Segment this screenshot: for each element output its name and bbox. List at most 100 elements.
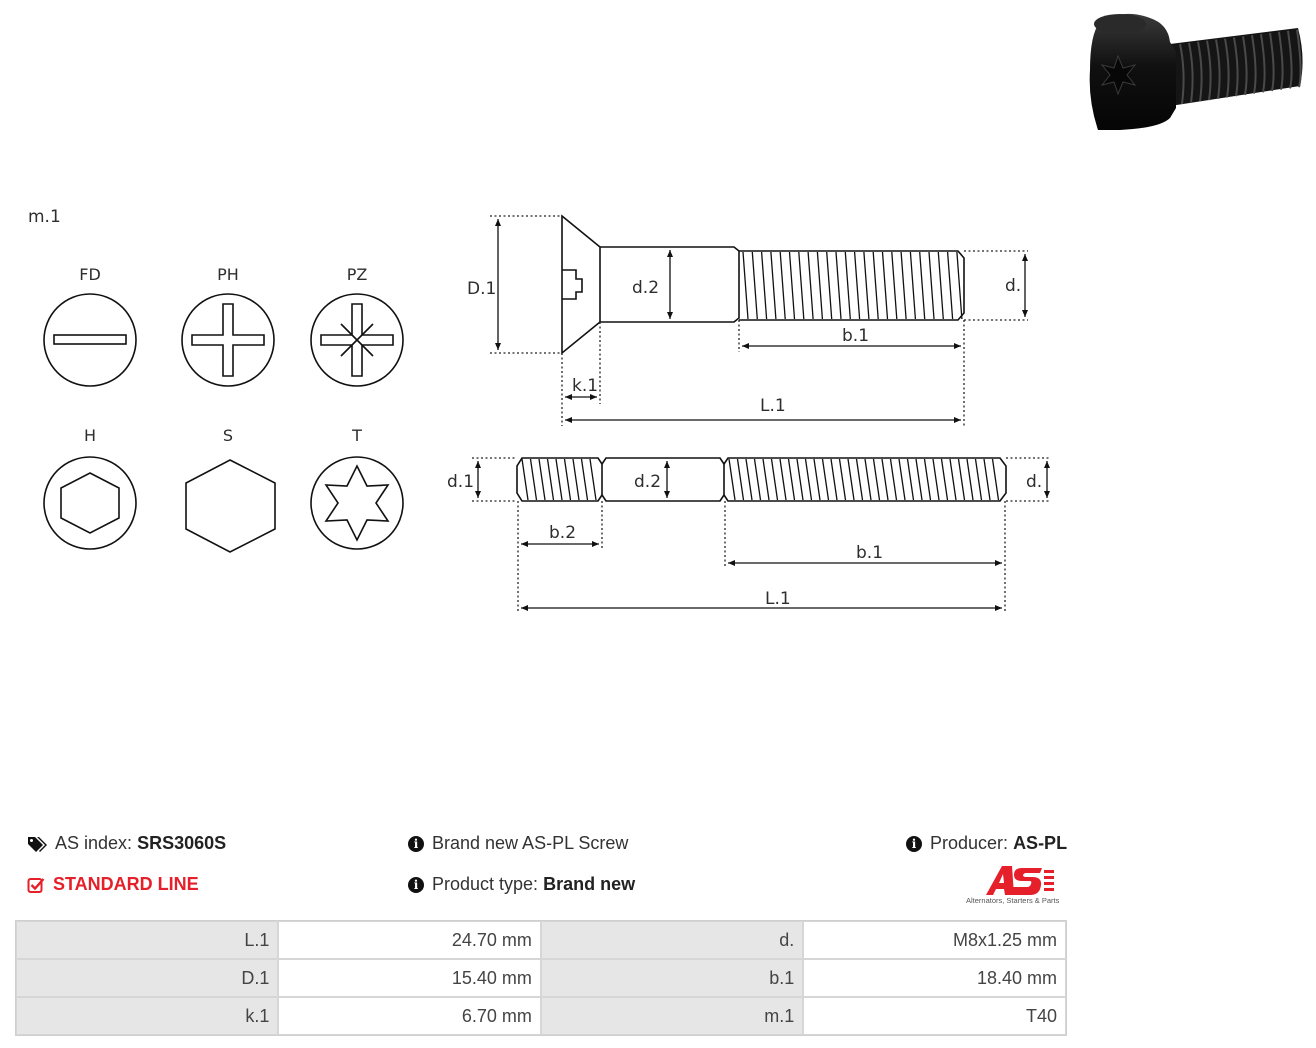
thread-line [855, 458, 864, 501]
photo-thread-ring [1296, 29, 1302, 88]
standard-line-badge: STANDARD LINE [27, 874, 199, 895]
thread-line [796, 458, 804, 501]
thread-line [753, 458, 762, 501]
checkbox-checked-icon [27, 877, 45, 893]
thread-line [946, 251, 954, 320]
photo-thread-ring [1287, 30, 1293, 89]
drive-type-t: T [310, 426, 404, 550]
thread-line [847, 458, 855, 501]
info-icon: i [408, 876, 424, 893]
description-text: Brand new AS-PL Screw [432, 833, 629, 853]
thread-line [991, 458, 1000, 501]
thread-line [572, 458, 580, 501]
as-index-value: SRS3060S [137, 833, 227, 853]
slotted-drive-icon [43, 293, 137, 387]
technical-drawing: m.1 FD PH PZ H S [28, 13, 1303, 612]
thread-line [891, 251, 898, 320]
thread-line [742, 251, 749, 320]
thread-line [983, 458, 991, 501]
thread-line [872, 458, 881, 501]
stud-label-d2: d.2 [634, 472, 661, 492]
photo-thread-ring [1242, 36, 1248, 96]
info-icon: i [408, 835, 424, 852]
thread-line [580, 458, 589, 501]
thread-line [956, 251, 963, 320]
stud-label-L1: L.1 [765, 589, 791, 609]
pozidriv-drive-icon [310, 293, 404, 387]
drive-code-pz: PZ [347, 265, 368, 284]
dim-label-b1: b.1 [842, 326, 869, 346]
product-type-value: Brand new [543, 874, 636, 894]
thread-line [779, 251, 786, 320]
producer-label: Producer: [930, 833, 1009, 853]
thread-line [546, 458, 555, 501]
drive-code-ph: PH [217, 265, 239, 284]
thread-line [830, 458, 838, 501]
thread-line [804, 458, 813, 501]
hex-socket-drive-icon [43, 456, 137, 550]
photo-thread-ring [1251, 35, 1257, 94]
spec-key: k.1 [16, 997, 279, 1035]
drive-code-h: H [84, 426, 96, 445]
drive-type-s: S [185, 426, 276, 553]
photo-thread-ring [1188, 42, 1194, 103]
spec-table: L.1 24.70 mm d. M8x1.25 mm D.1 15.40 mm … [15, 920, 1067, 1036]
thread-line [889, 458, 898, 501]
thread-line [826, 251, 833, 320]
table-row: D.1 15.40 mm b.1 18.40 mm [16, 959, 1066, 997]
thread-line [745, 458, 753, 501]
hex-head-icon [185, 459, 276, 553]
dim-label-L1: L.1 [760, 396, 786, 416]
spec-key: L.1 [16, 921, 279, 959]
table-row: k.1 6.70 mm m.1 T40 [16, 997, 1066, 1035]
drive-code-s: S [223, 426, 233, 445]
drive-code-fd: FD [79, 265, 101, 284]
as-index: AS index: SRS3060S [27, 833, 226, 854]
thread-line [900, 251, 907, 320]
thread-line [770, 458, 779, 501]
torx-drive-icon [310, 456, 404, 550]
stud-label-d1: d.1 [447, 472, 474, 492]
countersunk-screw-drawing: D.1 d.2 d. b.1 k.1 L.1 [467, 214, 1028, 426]
photo-thread-ring [1278, 31, 1284, 90]
spec-key: D.1 [16, 959, 279, 997]
dim-label-k1: k.1 [572, 376, 598, 396]
thread-line [762, 458, 770, 501]
info-icon: i [906, 835, 922, 852]
thread-line [770, 251, 777, 320]
producer-value: AS-PL [1013, 833, 1068, 853]
thread-line [957, 458, 966, 501]
thread-line [937, 251, 944, 320]
drive-type-pz: PZ [310, 265, 404, 387]
logo-tagline: Alternators, Starters & Parts [966, 896, 1060, 905]
thread-line [787, 458, 796, 501]
thread-line [555, 458, 563, 501]
thread-line [881, 458, 889, 501]
spec-value: 24.70 mm [278, 921, 541, 959]
as-logo-mark [986, 866, 1054, 895]
thread-line [563, 458, 572, 501]
photo-thread-ring [1224, 38, 1230, 98]
dim-label-D1: D.1 [467, 279, 496, 299]
spec-value: 18.40 mm [803, 959, 1066, 997]
stud-label-d: d. [1026, 472, 1042, 492]
thread-line [760, 251, 768, 320]
thread-line [853, 251, 861, 320]
drive-type-h: H [43, 426, 137, 550]
standard-line-label: STANDARD LINE [53, 874, 199, 894]
as-pl-logo: Alternators, Starters & Parts [960, 862, 1070, 908]
product-type-label: Product type: [432, 874, 539, 894]
photo-thread-ring [1269, 32, 1275, 92]
thread-line [838, 458, 847, 501]
thread-line [949, 458, 957, 501]
thread-line [798, 251, 805, 320]
stud-label-b1: b.1 [856, 543, 883, 563]
drive-type-ph: PH [181, 265, 275, 387]
thread-line [928, 251, 935, 320]
thread-line [881, 251, 889, 320]
thread-line [779, 458, 787, 501]
spec-value: M8x1.25 mm [803, 921, 1066, 959]
thread-line [589, 458, 597, 501]
thread-line [813, 458, 821, 501]
thread-line [864, 458, 872, 501]
